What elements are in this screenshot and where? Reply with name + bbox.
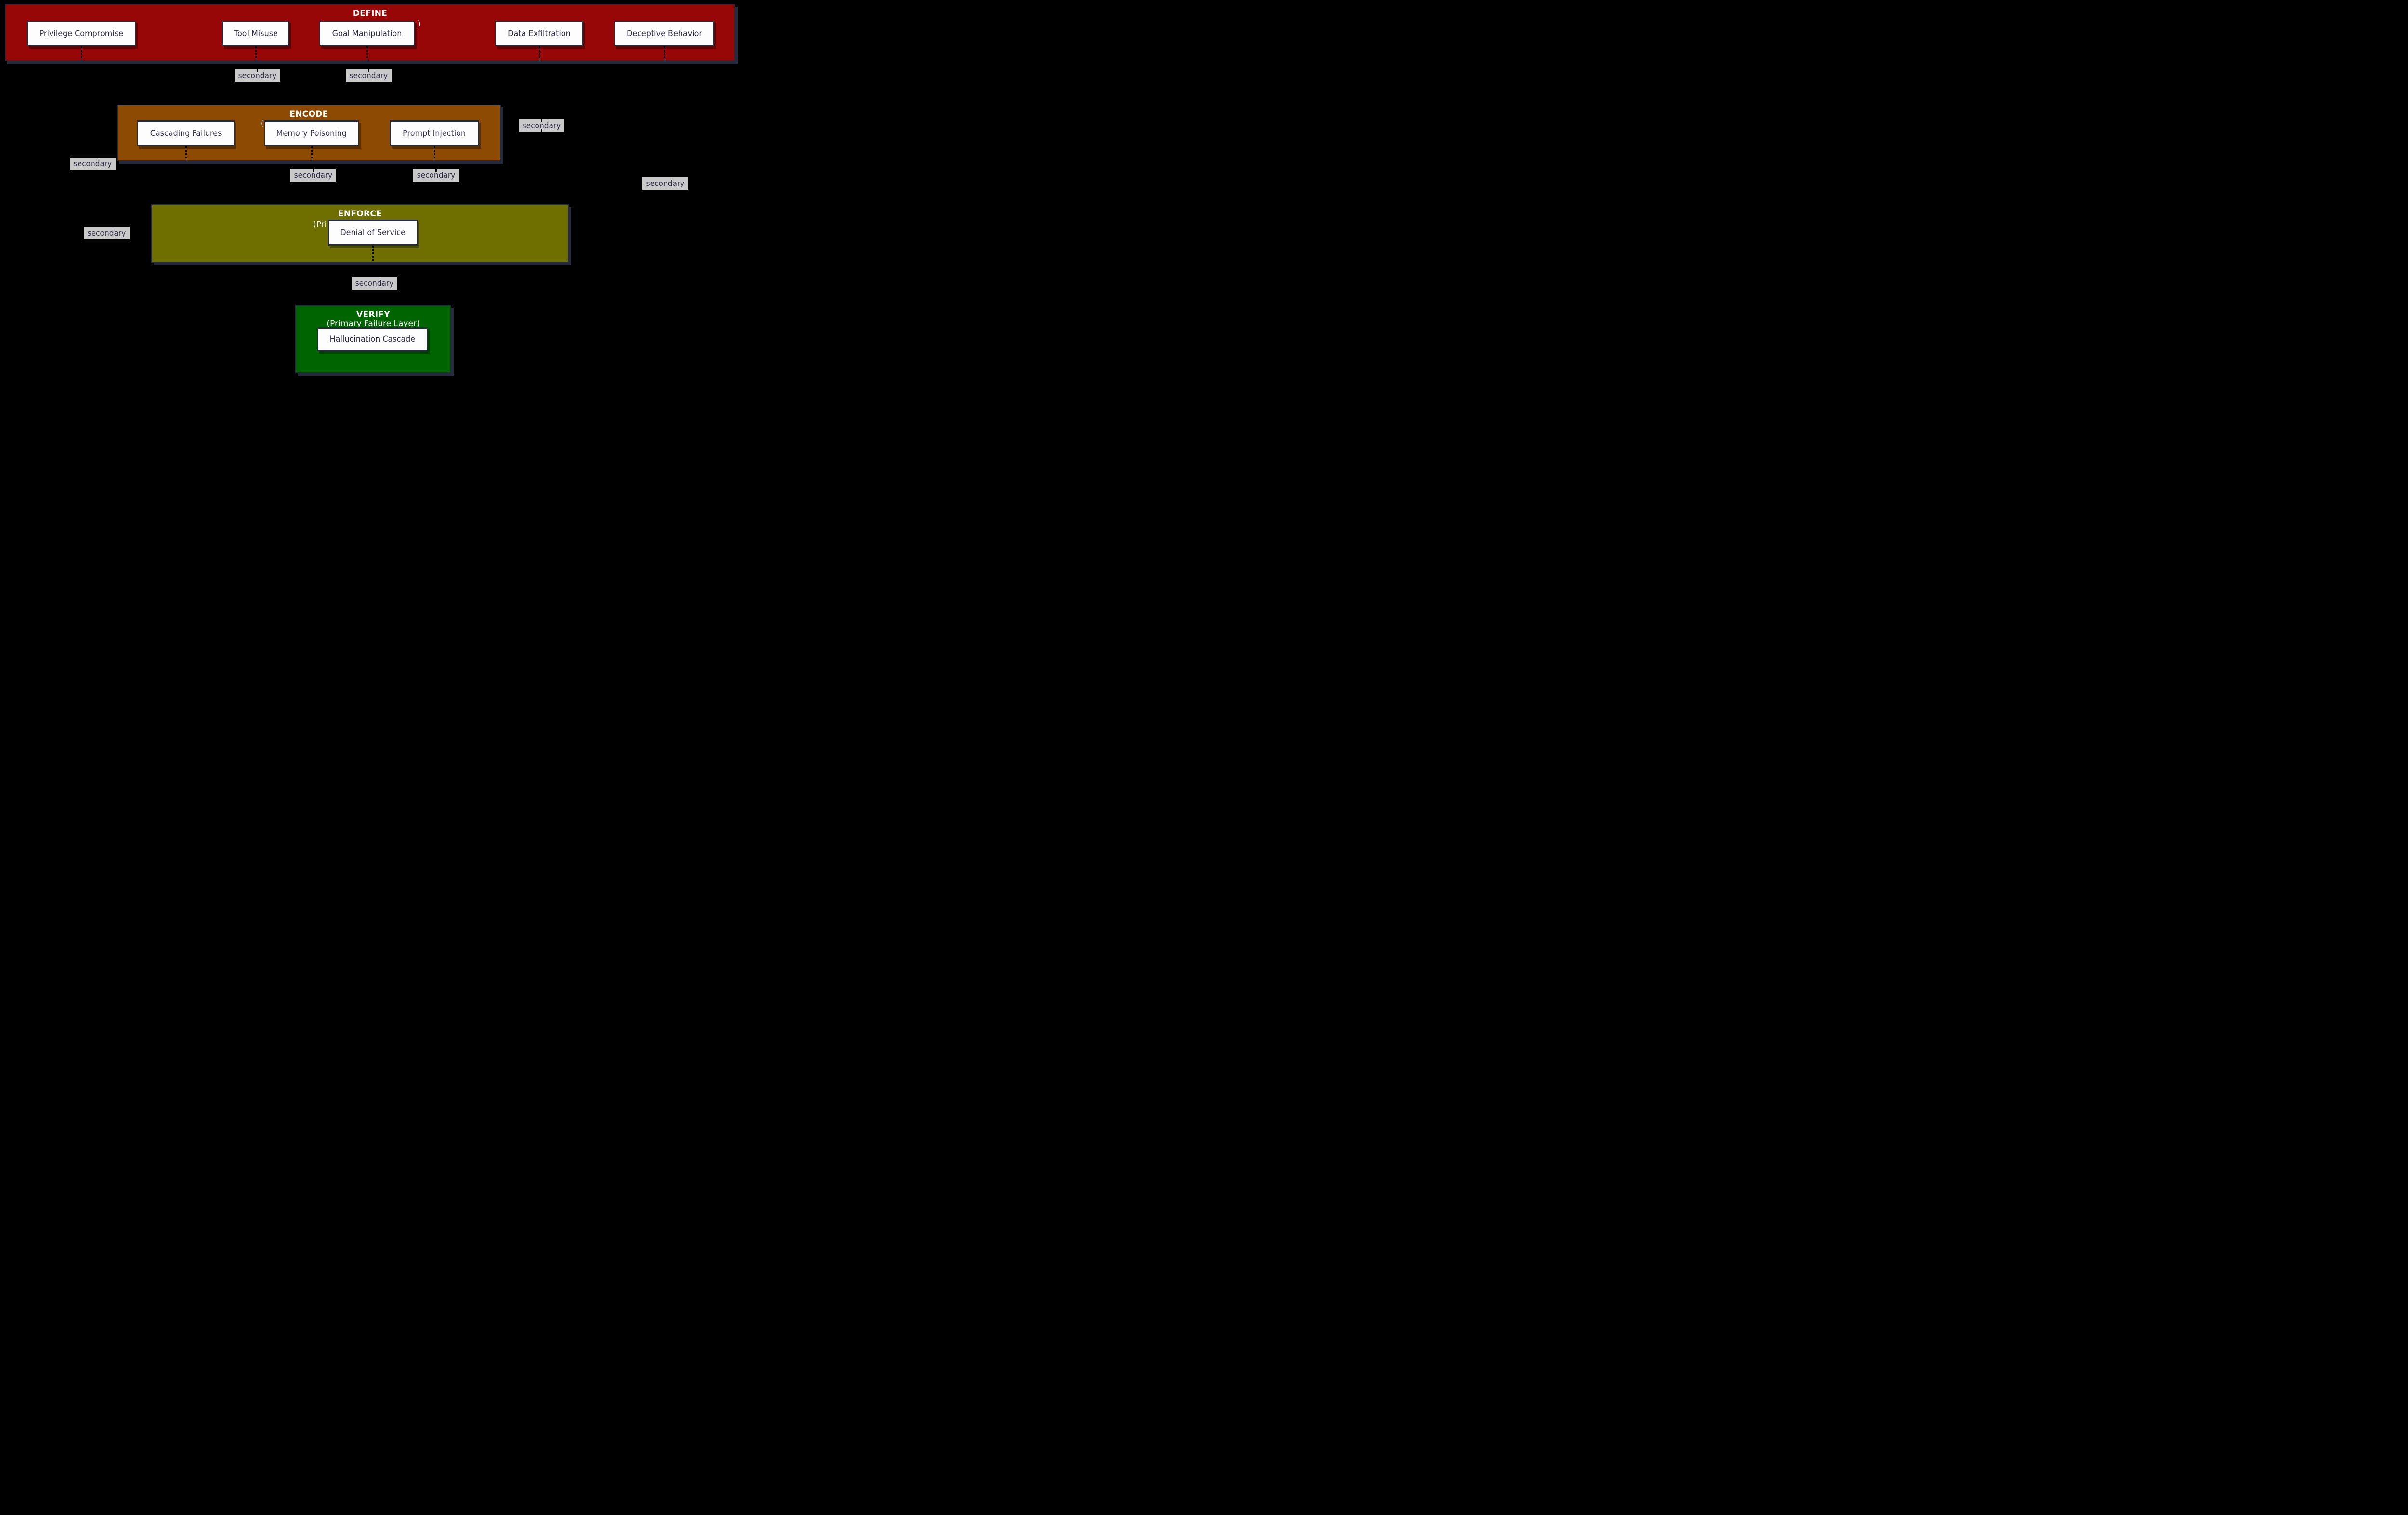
node-label: Privilege Compromise (39, 28, 124, 39)
edge-tick (540, 119, 542, 122)
dotted-edge (372, 246, 374, 262)
node-label: Goal Manipulation (332, 28, 402, 39)
dotted-edge (185, 146, 187, 160)
chip-label: secondary (417, 171, 456, 180)
band-title-define: DEFINE (353, 9, 388, 18)
edge-label-secondary: secondary (290, 169, 336, 182)
chip-label: secondary (522, 121, 561, 130)
band-subtitle-fragment: (Primary Failure Layer) (327, 319, 420, 329)
node-label: Data Exfiltration (508, 28, 571, 39)
node-label: Denial of Service (340, 228, 406, 237)
node-denial-of-service: Denial of Service (328, 220, 418, 246)
edge-label-secondary: secondary (235, 69, 280, 82)
node-label: Prompt Injection (403, 129, 466, 138)
edge-label-secondary: secondary (413, 169, 459, 182)
edge-tick (367, 69, 369, 72)
dotted-edge (366, 46, 368, 60)
edge-tick (312, 169, 314, 172)
edge-label-secondary: secondary (70, 158, 116, 170)
edge-tick (435, 169, 437, 172)
chip-label: secondary (87, 228, 126, 237)
dotted-edge (255, 46, 257, 60)
edge-tick (540, 129, 542, 132)
node-data-exfiltration: Data Exfiltration (495, 21, 583, 46)
edge-label-secondary: secondary (352, 277, 397, 290)
band-title-encode: ENCODE (289, 109, 328, 119)
node-goal-manipulation: Goal Manipulation (319, 21, 415, 46)
diagram-canvas: DEFINE) Privilege Compromise Tool Misuse Go… (0, 0, 741, 379)
dotted-edge (311, 146, 313, 160)
band-encode: ENCODE ( Cascading Failures Memory Poisonin… (117, 105, 501, 161)
chip-label: secondary (355, 278, 394, 288)
dotted-edge (664, 46, 665, 60)
chip-label: secondary (646, 179, 685, 188)
edge-label-secondary: secondary (642, 177, 688, 190)
dotted-edge (539, 46, 540, 60)
band-subtitle-fragment: ( (261, 119, 264, 129)
edge-tick (256, 69, 258, 72)
chip-label: secondary (238, 71, 277, 80)
node-label: Hallucination Cascade (329, 334, 416, 344)
node-cascading-failures: Cascading Failures (137, 120, 235, 146)
band-subtitle-fragment: (Pri (313, 220, 327, 229)
node-prompt-injection: Prompt Injection (390, 120, 479, 146)
chip-label: secondary (349, 71, 388, 80)
node-label: Cascading Failures (150, 129, 222, 138)
edge-label-secondary: secondary (84, 227, 130, 239)
band-subtitle-fragment: ) (418, 19, 421, 29)
band-title-verify: VERIFY (356, 310, 390, 319)
node-label: Tool Misuse (234, 28, 278, 39)
chip-label: secondary (294, 171, 333, 180)
node-privilege-compromise: Privilege Compromise (27, 21, 136, 46)
band-verify: VERIFY(Primary Failure Layer) Hallucinati… (295, 305, 451, 373)
node-memory-poisoning: Memory Poisoning (264, 120, 359, 146)
node-label: Deceptive Behavior (626, 28, 702, 39)
dotted-edge (81, 46, 82, 60)
chip-label: secondary (73, 159, 112, 168)
edge-label-secondary: secondary (346, 69, 392, 82)
band-define: DEFINE) Privilege Compromise Tool Misuse Go… (5, 4, 735, 61)
node-hallucination-cascade: Hallucination Cascade (317, 327, 428, 351)
band-title-enforce: ENFORCE (338, 209, 382, 219)
edge-label-secondary: secondary (519, 119, 564, 132)
node-deceptive-behavior: Deceptive Behavior (614, 21, 714, 46)
dotted-edge (434, 146, 435, 160)
node-label: Memory Poisoning (276, 129, 347, 138)
node-tool-misuse: Tool Misuse (222, 21, 289, 46)
